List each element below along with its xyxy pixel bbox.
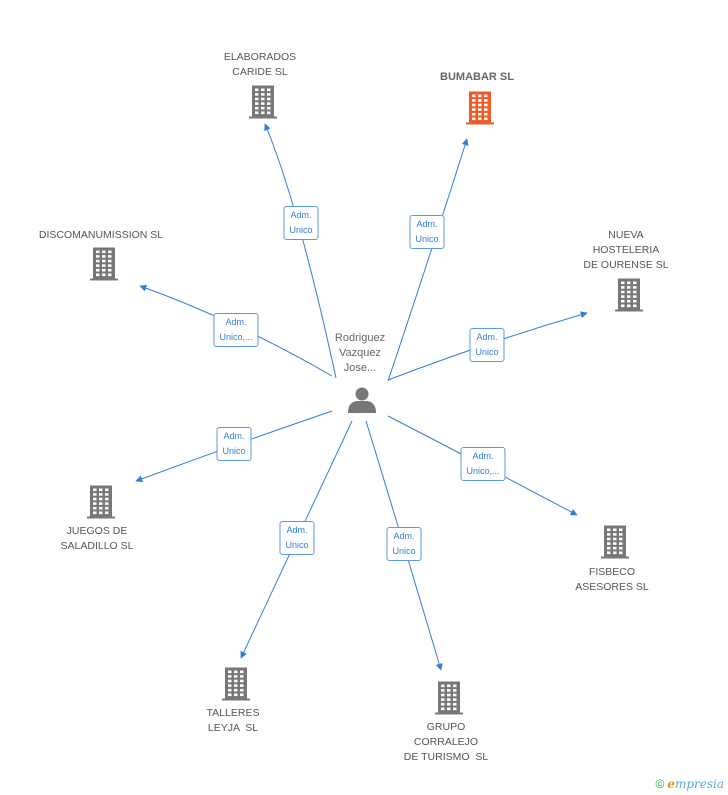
relation-label-elaborados: Adm. Unico bbox=[283, 206, 319, 240]
company-label-juegos[interactable]: JUEGOS DE SALADILLO SL bbox=[60, 525, 134, 552]
relation-label-juegos: Adm. Unico bbox=[216, 427, 252, 461]
relation-label-talleres: Adm. Unico bbox=[279, 521, 315, 555]
company-label-discomanumission[interactable]: DISCOMANUMISSION SL bbox=[38, 229, 164, 241]
relation-label-discomanumission: Adm. Unico,... bbox=[213, 313, 259, 347]
relation-label-fisbeco: Adm. Unico,... bbox=[460, 447, 506, 481]
relation-label-grupo: Adm. Unico bbox=[386, 527, 422, 561]
edge-bumabar bbox=[387, 138, 469, 382]
building-icon bbox=[435, 681, 463, 715]
brand-logo: empresia bbox=[667, 777, 724, 791]
company-label-bumabar[interactable]: BUMABAR SL bbox=[440, 71, 514, 83]
building-icon bbox=[90, 247, 118, 281]
footer-brand: ©empresia bbox=[655, 777, 724, 791]
company-label-elaborados[interactable]: ELABORADOS CARIDE SL bbox=[223, 51, 297, 78]
relation-label-bumabar: Adm. Unico bbox=[409, 215, 445, 249]
company-label-grupo[interactable]: GRUPO CORRALEJO DE TURISMO SL bbox=[403, 721, 489, 763]
company-label-talleres[interactable]: TALLERES LEYJA SL bbox=[206, 707, 260, 734]
building-icon bbox=[222, 667, 250, 701]
building-icon bbox=[601, 525, 629, 559]
building-icon bbox=[87, 485, 115, 519]
building-icon bbox=[615, 278, 643, 312]
building-icon bbox=[466, 91, 494, 125]
edge-elaborados bbox=[264, 123, 337, 379]
building-icon bbox=[249, 85, 277, 119]
center-person-label[interactable]: Rodriguez Vazquez Jose... bbox=[334, 332, 386, 374]
relation-label-nueva: Adm. Unico bbox=[469, 328, 505, 362]
company-label-fisbeco[interactable]: FISBECO ASESORES SL bbox=[575, 566, 649, 593]
person-icon bbox=[348, 387, 376, 413]
copyright-symbol: © bbox=[655, 777, 665, 791]
company-label-nueva[interactable]: NUEVA HOSTELERIA DE OURENSE SL bbox=[583, 229, 669, 271]
